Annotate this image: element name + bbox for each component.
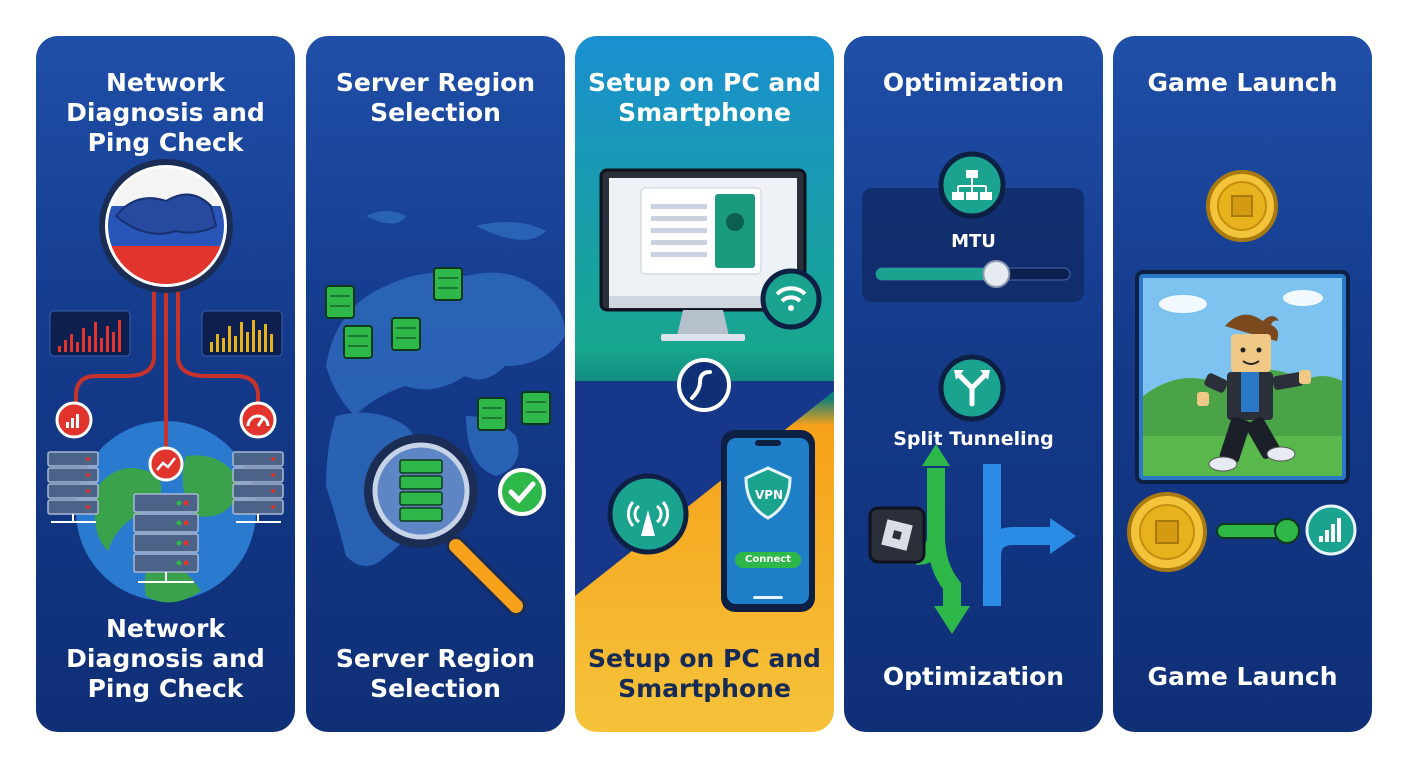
bar-chart-icon: [201, 310, 283, 357]
wifi-icon: [760, 268, 822, 330]
network-icon: [938, 151, 1006, 219]
split-icon: [938, 354, 1006, 422]
roblox-logo-icon: [868, 506, 926, 564]
panel-caption: Optimization: [882, 662, 1065, 691]
speedometer-icon: [55, 401, 93, 439]
panel-optimization: Optimization: [844, 36, 1103, 732]
optimization-illustration: [862, 151, 1084, 634]
vpn-shield-text: VPN: [754, 488, 784, 502]
panel-network-diagnosis: Network Diagnosis and Ping Check: [36, 36, 295, 732]
russia-map-icon: [99, 159, 233, 293]
signal-icon: [1305, 504, 1357, 556]
panel-caption: Server Region Selection: [335, 644, 536, 703]
panel-setup: Setup on PC and Smartphone: [575, 36, 834, 732]
server-rack-icon: [47, 451, 99, 523]
server-region-illustration: [325, 211, 565, 616]
mtu-slider[interactable]: [875, 260, 1071, 288]
panel-caption: Network Diagnosis and Ping Check: [66, 614, 265, 703]
mtu-slider-knob: [982, 260, 1011, 288]
panel-game-launch: Game Launch: [1113, 36, 1372, 732]
split-arrows: [915, 444, 1076, 634]
speedometer-icon: [239, 401, 277, 439]
mtu-label: MTU: [951, 231, 996, 252]
panel-title: Optimization: [882, 68, 1065, 97]
game-character-icon: [1197, 314, 1311, 472]
panel-title: Network Diagnosis and Ping Check: [66, 68, 265, 157]
network-diagnosis-illustration: [47, 159, 284, 603]
panel-caption: Game Launch: [1147, 662, 1338, 691]
bar-chart-icon: [49, 310, 131, 357]
split-tunneling-label: Split Tunneling: [893, 428, 1054, 450]
server-rack-icon: [232, 451, 284, 523]
check-icon: [498, 468, 546, 516]
map-pin-icon: [521, 391, 551, 425]
coin-icon: [1127, 492, 1207, 572]
game-launch-illustration: [1127, 170, 1357, 572]
panel-server-region: Server Region Selection: [306, 36, 565, 732]
coin-icon: [1206, 170, 1278, 242]
panel-caption: Setup on PC and Smartphone: [588, 644, 821, 703]
panel-title: Setup on PC and Smartphone: [588, 68, 821, 127]
launch-progress: [1216, 518, 1300, 544]
antenna-icon: [607, 473, 689, 555]
map-pin-icon: [391, 317, 421, 351]
panel-title: Game Launch: [1147, 68, 1338, 97]
map-pin-icon: [477, 397, 507, 431]
setup-illustration: [599, 168, 822, 612]
magnifier-icon: [364, 434, 526, 616]
map-pin-icon: [343, 325, 373, 359]
panel-title: Server Region Selection: [335, 68, 536, 127]
monitor-icon: [599, 168, 807, 341]
server-rack-icon: [133, 493, 199, 583]
map-pin-icon: [433, 267, 463, 301]
smartphone-icon: [721, 430, 815, 612]
speedometer-icon: [148, 446, 184, 482]
vpn-logo-icon: [677, 358, 731, 412]
map-pin-icon: [325, 285, 355, 319]
connect-button[interactable]: Connect: [745, 554, 791, 565]
